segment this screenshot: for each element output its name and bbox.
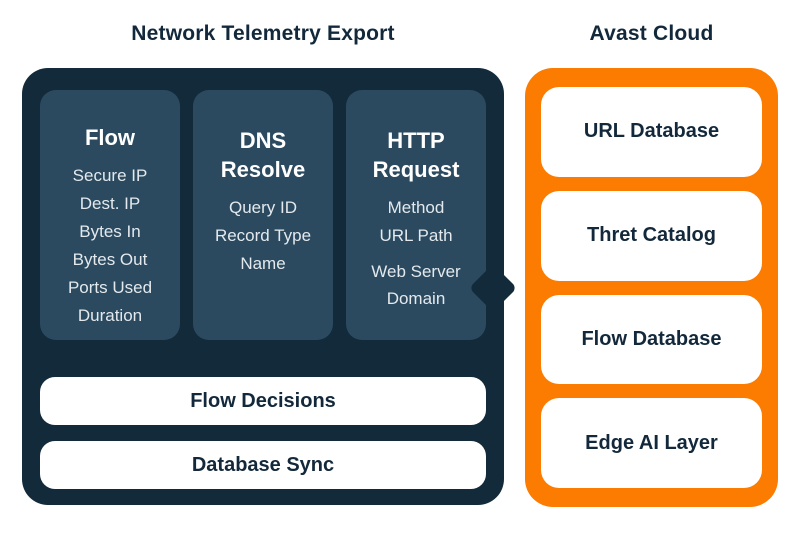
column-title: DNS Resolve [220, 127, 306, 182]
list-item: Bytes In [79, 222, 141, 241]
list-item: Bytes Out [72, 250, 148, 269]
list-item: Duration [77, 306, 143, 325]
telemetry-column-http-request: HTTP Request Method URL Path Web Server … [346, 90, 486, 340]
list-item: Web Server Domain [371, 262, 461, 308]
column-item-list: Method URL Path Web Server Domain [354, 194, 478, 312]
list-item: Method [387, 198, 445, 217]
telemetry-column-flow: Flow Secure IP Dest. IP Bytes In Bytes O… [40, 90, 180, 340]
cloud-card-label: Thret Catalog [587, 224, 716, 247]
database-sync-bar: Database Sync [40, 441, 486, 489]
telemetry-column-dns-resolve: DNS Resolve Query ID Record Type Name [193, 90, 333, 340]
column-title: HTTP Request [372, 127, 460, 182]
cloud-card-url-database: URL Database [541, 87, 762, 177]
bar-label: Database Sync [191, 453, 335, 476]
bar-label: Flow Decisions [190, 389, 336, 412]
cloud-card-threat-catalog: Thret Catalog [541, 190, 762, 281]
column-item-list: Secure IP Dest. IP Bytes In Bytes Out Po… [68, 162, 152, 330]
list-item: Ports Used [67, 278, 153, 297]
cloud-card-flow-database: Flow Database [541, 294, 762, 385]
list-item: Record Type [214, 226, 312, 245]
telemetry-panel: Flow Secure IP Dest. IP Bytes In Bytes O… [22, 68, 518, 505]
column-item-list: Query ID Record Type Name [215, 194, 311, 278]
list-item: Name [240, 254, 286, 273]
cloud-card-label: Flow Database [581, 327, 722, 350]
list-item: Query ID [228, 198, 297, 217]
list-item: Dest. IP [79, 194, 141, 213]
cloud-card-label: Edge AI Layer [585, 431, 718, 454]
list-item: Secure IP [72, 166, 148, 185]
telemetry-panel-title: Network Telemetry Export [131, 22, 395, 45]
flow-decisions-bar: Flow Decisions [40, 377, 486, 425]
telemetry-columns: Flow Secure IP Dest. IP Bytes In Bytes O… [40, 90, 486, 340]
cloud-panel: URL Database Thret Catalog Flow Database… [525, 68, 778, 507]
cloud-card-edge-ai-layer: Edge AI Layer [541, 398, 762, 488]
cloud-panel-title: Avast Cloud [589, 22, 714, 45]
list-item: URL Path [379, 226, 453, 245]
column-title: Flow [84, 124, 136, 150]
cloud-card-label: URL Database [583, 120, 720, 143]
